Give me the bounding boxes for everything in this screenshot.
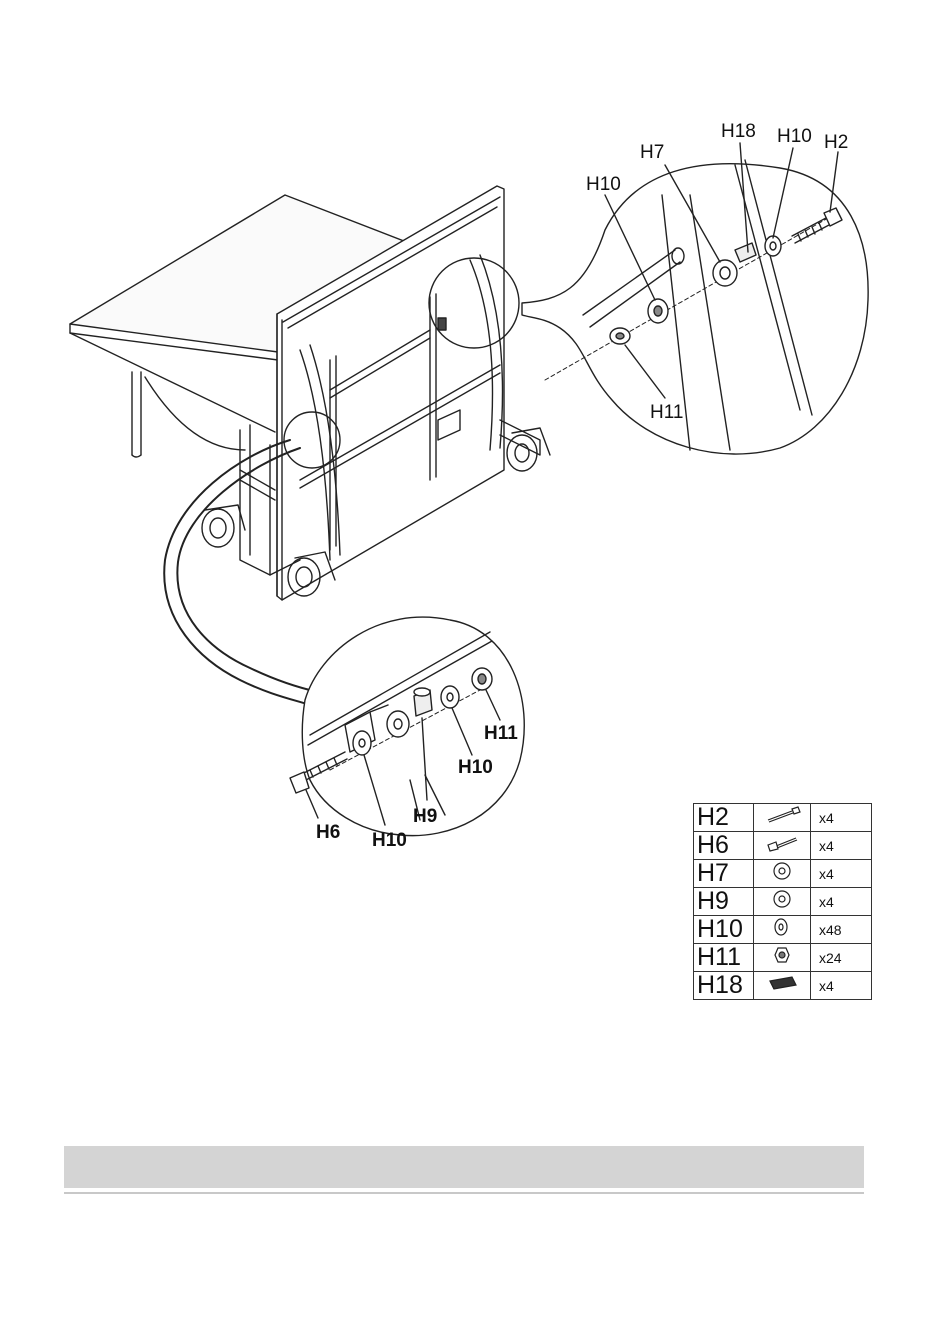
- nut-icon: [610, 328, 630, 344]
- callout-h18: H18: [721, 121, 756, 142]
- callout-h10: H10: [372, 830, 407, 851]
- part-qty: x4: [811, 832, 872, 860]
- nut-icon: [472, 668, 492, 690]
- part-code: H10: [694, 916, 754, 944]
- part-qty: x4: [811, 888, 872, 916]
- part-code: H2: [694, 804, 754, 832]
- thick-spacer-icon: [762, 861, 802, 881]
- part-code: H11: [694, 944, 754, 972]
- short-bolt-icon: [762, 833, 802, 853]
- callout-h11: H11: [484, 723, 518, 744]
- parts-table: H2 x4 H6 x4 H7 x4 H9 x4 H10 x48 H11 x24 …: [693, 803, 872, 1000]
- part-qty: x4: [811, 804, 872, 832]
- spacer-icon: [387, 711, 409, 737]
- callout-h6: H6: [316, 822, 340, 843]
- detail-bubble-top: [522, 143, 868, 454]
- table-row: H10 x48: [694, 916, 872, 944]
- washer-icon: [648, 299, 668, 323]
- part-code: H9: [694, 888, 754, 916]
- washer-icon: [762, 917, 802, 937]
- thick-spacer-icon: [713, 260, 737, 286]
- table-row: H9 x4: [694, 888, 872, 916]
- table-row: H6 x4: [694, 832, 872, 860]
- callout-h7: H7: [640, 142, 664, 163]
- table-row: H18 x4: [694, 972, 872, 1000]
- end-cap-icon: [762, 973, 802, 993]
- spacer-icon: [762, 889, 802, 909]
- callout-h9: H9: [413, 806, 437, 827]
- washer-icon: [765, 236, 781, 256]
- callout-h2: H2: [824, 132, 848, 153]
- washer-icon: [441, 686, 459, 708]
- part-qty: x48: [811, 916, 872, 944]
- part-code: H18: [694, 972, 754, 1000]
- callout-h10: H10: [777, 126, 812, 147]
- part-qty: x4: [811, 972, 872, 1000]
- washer-icon: [353, 731, 371, 755]
- table-row: H7 x4: [694, 860, 872, 888]
- part-code: H6: [694, 832, 754, 860]
- table-row: H2 x4: [694, 804, 872, 832]
- callout-h10: H10: [586, 174, 621, 195]
- table-row: H11 x24: [694, 944, 872, 972]
- part-qty: x24: [811, 944, 872, 972]
- nut-icon: [762, 945, 802, 965]
- part-code: H7: [694, 860, 754, 888]
- footer-bar: [64, 1146, 864, 1188]
- table-drawing: [70, 186, 550, 600]
- footer-divider: [64, 1192, 864, 1194]
- wheel-icon: [202, 505, 245, 547]
- callout-h10: H10: [458, 757, 493, 778]
- part-qty: x4: [811, 860, 872, 888]
- callout-h11: H11: [650, 402, 683, 423]
- long-bolt-icon: [762, 805, 802, 825]
